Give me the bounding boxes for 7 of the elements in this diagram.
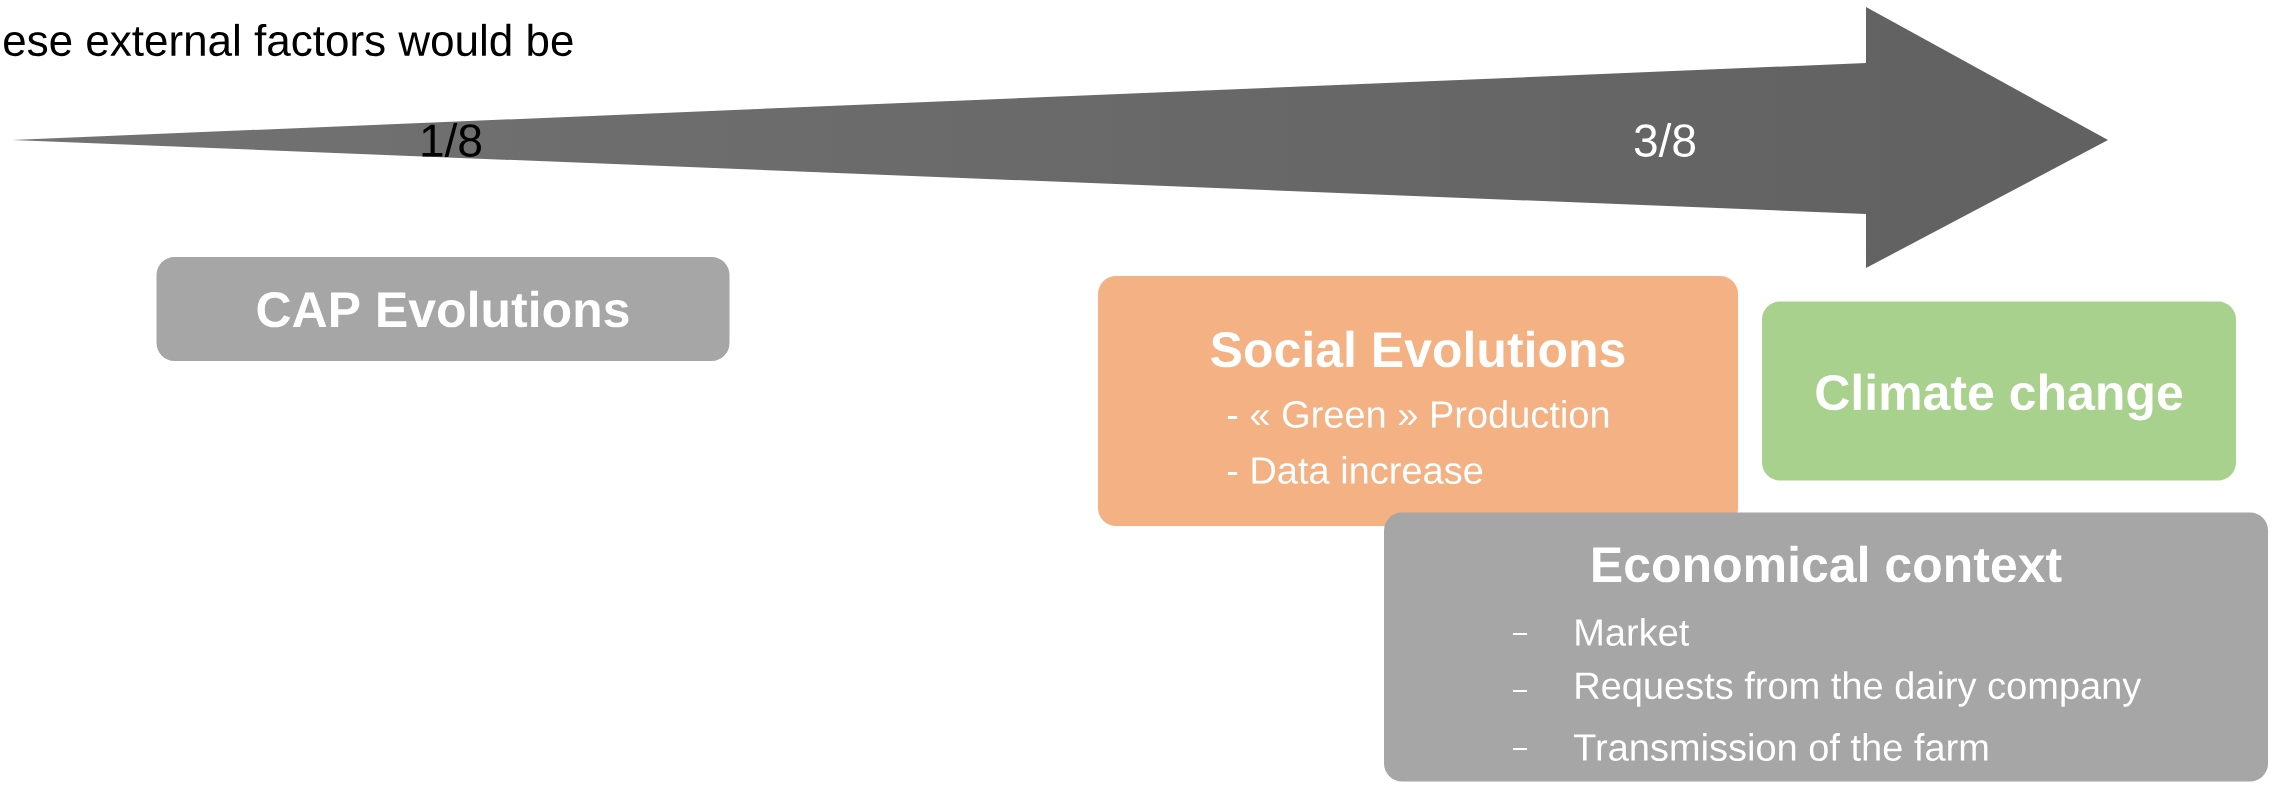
- economy-box: Economical context Market Requests from the dairy company Transmission of the farm: [1384, 512, 2269, 782]
- climate-box: Climate change: [1762, 301, 2237, 481]
- ratio-label: 1/8: [422, 123, 481, 157]
- ratio-label: 3/8: [1634, 123, 1695, 157]
- cap-box: CAP Evolutions: [156, 257, 730, 361]
- social-box: Social Evolutions - « Green » Production - Data increase: [1098, 276, 1738, 526]
- heading-text: ese external factors would be: [4, 23, 573, 57]
